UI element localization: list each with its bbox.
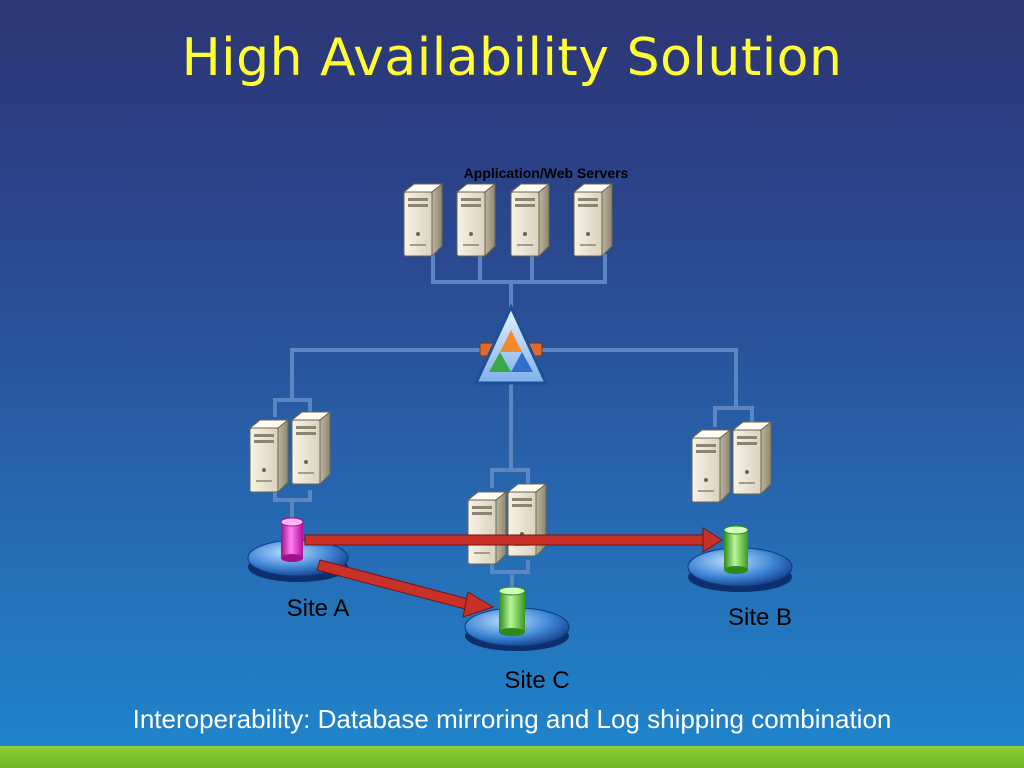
server-icon — [403, 183, 443, 257]
server-icon — [249, 419, 289, 493]
site-c-servers — [467, 483, 547, 565]
site-a-label: Site A — [287, 595, 350, 622]
network-connectors — [273, 254, 754, 587]
app-servers — [403, 183, 613, 257]
mirroring-arrow — [304, 527, 723, 553]
slide-title: High Availability Solution — [181, 28, 843, 88]
site-c-node — [464, 586, 570, 651]
server-icon — [573, 183, 613, 257]
site-b-label: Site B — [728, 604, 792, 631]
database-icon — [723, 525, 749, 574]
site-c-label: Site C — [504, 667, 569, 694]
server-icon — [467, 491, 507, 565]
server-icon — [510, 183, 550, 257]
app-servers-label: Application/Web Servers — [464, 165, 629, 181]
site-b-servers — [691, 421, 772, 503]
database-icon — [280, 517, 304, 562]
log-shipping-arrow — [316, 559, 495, 618]
footer-caption: Interoperability: Database mirroring and… — [132, 704, 892, 734]
site-a-servers — [249, 411, 331, 493]
site-b-node — [687, 525, 793, 592]
server-icon — [456, 183, 496, 257]
database-icon — [498, 586, 526, 636]
server-icon — [291, 411, 331, 485]
bottom-accent-bar — [0, 746, 1024, 768]
load-balancer-icon — [473, 303, 549, 385]
server-icon — [691, 429, 731, 503]
server-icon — [732, 421, 772, 495]
